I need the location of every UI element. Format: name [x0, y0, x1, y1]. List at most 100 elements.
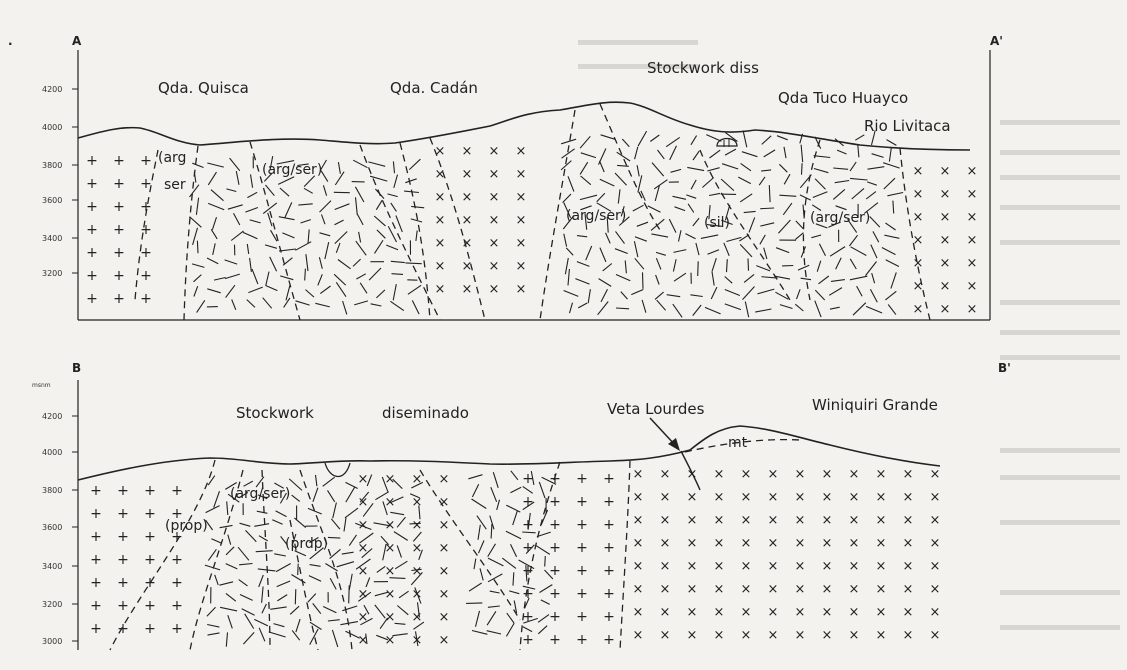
- alteration-dash: [539, 584, 553, 593]
- alteration-dash: [617, 164, 629, 167]
- alteration-dash: [496, 499, 501, 511]
- alteration-dash: [579, 135, 591, 149]
- intrusive-symbol: +: [522, 563, 534, 579]
- host-rock-symbol: ×: [489, 213, 500, 228]
- alteration-dash: [413, 621, 425, 630]
- alteration-dash: [584, 213, 588, 230]
- host-rock-symbol: ×: [741, 582, 752, 597]
- alteration-dash: [213, 491, 221, 508]
- alteration-dash: [357, 591, 372, 602]
- alteration-dash: [580, 175, 592, 186]
- host-rock-symbol: ×: [412, 472, 423, 487]
- host-rock-symbol: ×: [714, 467, 725, 482]
- alteration-dash: [405, 262, 422, 265]
- section-b-unit: msnm: [32, 382, 51, 389]
- host-rock-symbol: ×: [768, 559, 779, 574]
- host-rock-symbol: ×: [903, 513, 914, 528]
- intrusive-symbol: +: [603, 586, 615, 602]
- alteration-dash: [352, 159, 368, 169]
- section-a-end-label: A': [990, 34, 1003, 48]
- intrusive-symbol: +: [549, 494, 561, 510]
- intrusive-symbol: +: [140, 153, 152, 169]
- alteration-dash: [776, 135, 788, 141]
- alteration-dash: [297, 163, 309, 167]
- alteration-dash: [386, 244, 399, 251]
- alteration-dash: [207, 475, 216, 486]
- place-label-veta-lourdes: Veta Lourdes: [607, 400, 705, 418]
- alteration-dash: [673, 272, 687, 282]
- alteration-dash: [226, 501, 229, 516]
- host-rock-symbol: ×: [385, 633, 396, 648]
- alteration-dash: [224, 273, 240, 280]
- alteration-dash: [322, 476, 335, 487]
- alteration-dash: [655, 257, 662, 270]
- alteration-dash: [225, 546, 235, 556]
- alteration-dash: [319, 285, 331, 295]
- alteration-dash: [890, 272, 897, 289]
- alteration-dash: [390, 260, 405, 264]
- alteration-dash: [779, 163, 788, 173]
- alteration-dash: [249, 219, 261, 224]
- alteration-dash: [303, 175, 316, 187]
- host-rock-symbol: ×: [768, 628, 779, 643]
- tick-label: 3200: [42, 600, 62, 609]
- alteration-dash: [411, 481, 424, 489]
- bleed-line: [1000, 625, 1120, 630]
- alteration-dash: [869, 288, 878, 303]
- alteration-dash: [616, 151, 631, 162]
- alteration-dash: [395, 215, 403, 233]
- host-rock-symbol: ×: [358, 633, 369, 648]
- alteration-dash: [269, 155, 274, 170]
- alteration-dash: [487, 573, 503, 583]
- alteration-dash: [300, 219, 311, 224]
- alteration-dash: [775, 247, 790, 254]
- alteration-dash: [634, 146, 639, 160]
- alteration-dash: [865, 191, 877, 200]
- host-rock-symbol: ×: [358, 610, 369, 625]
- alteration-dash: [227, 493, 240, 503]
- alteration-dash: [329, 577, 337, 590]
- alteration-dash: [416, 602, 420, 618]
- alteration-dash: [325, 563, 338, 572]
- host-rock-symbol: ×: [385, 541, 396, 556]
- alteration-dash: [291, 630, 301, 641]
- alteration-dash: [376, 565, 386, 573]
- alteration-dash: [205, 519, 214, 531]
- host-rock-symbol: ×: [940, 302, 951, 317]
- alteration-dash: [314, 474, 318, 487]
- alteration-dash: [279, 187, 290, 197]
- host-rock-symbol: ×: [633, 582, 644, 597]
- host-rock-symbol: ×: [795, 467, 806, 482]
- alteration-dash: [634, 257, 645, 270]
- host-rock-symbol: ×: [741, 559, 752, 574]
- alteration-dash: [565, 247, 574, 256]
- alteration-dash: [709, 149, 721, 159]
- host-rock-symbol: ×: [516, 190, 527, 205]
- alteration-dash: [303, 187, 313, 194]
- alteration-dash: [489, 590, 500, 594]
- alteration-dash: [761, 276, 778, 279]
- alteration-dash: [783, 173, 791, 185]
- alteration-dash: [726, 236, 742, 243]
- alteration-dash: [332, 502, 337, 519]
- alteration-dash: [835, 205, 847, 211]
- host-rock-symbol: ×: [967, 210, 978, 225]
- alteration-dash: [407, 284, 422, 295]
- alteration-dash: [615, 273, 631, 282]
- alteration-dash: [888, 147, 892, 162]
- intrusive-symbol: +: [171, 529, 183, 545]
- alteration-dash: [811, 234, 822, 239]
- alteration-dash: [575, 278, 590, 285]
- alteration-dash: [227, 615, 233, 629]
- alteration-dash: [563, 289, 579, 297]
- alteration-dash: [720, 178, 735, 192]
- alteration-dash: [327, 490, 336, 503]
- alteration-label: (arg/ser): [230, 486, 290, 502]
- intrusive-symbol: +: [140, 176, 152, 192]
- tick-label: 3000: [42, 637, 62, 646]
- host-rock-symbol: ×: [967, 187, 978, 202]
- alteration-dash: [585, 245, 593, 261]
- bleed-line: [1000, 520, 1120, 525]
- alteration-dash: [669, 145, 677, 161]
